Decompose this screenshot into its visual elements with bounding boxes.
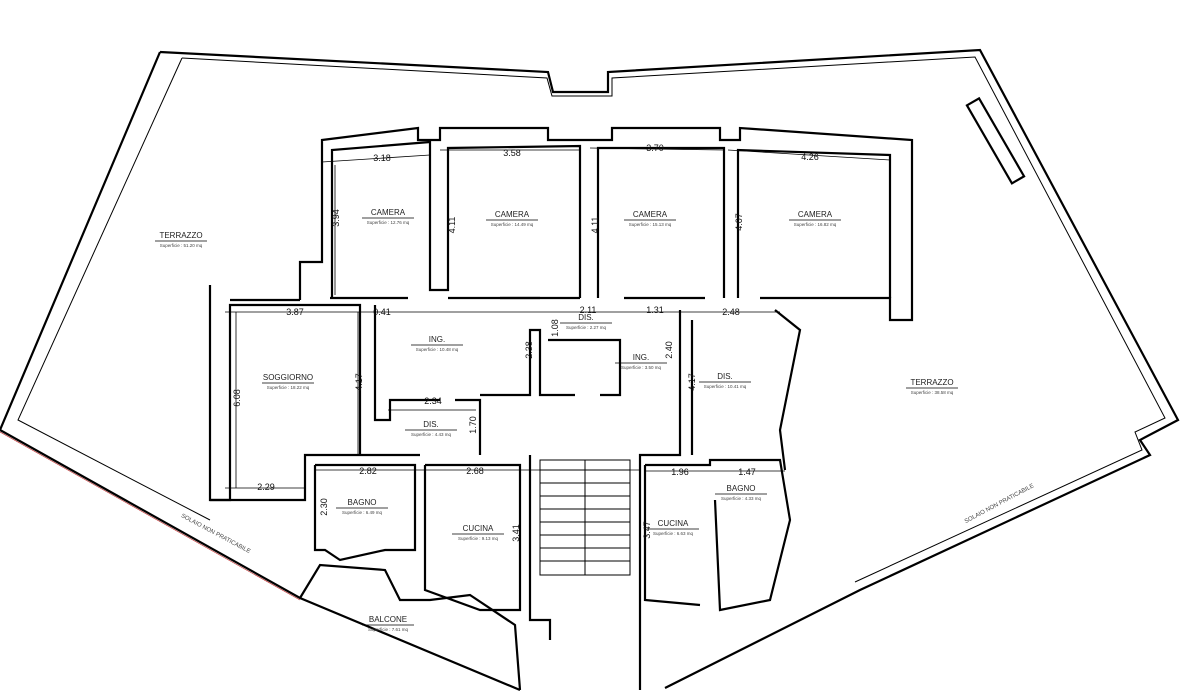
dim-label: 4.17 — [354, 373, 364, 391]
dim-label: 3.87 — [286, 307, 304, 317]
room-name: CUCINA — [463, 524, 494, 533]
room-name: DIS. — [578, 313, 594, 322]
room-name: BAGNO — [727, 484, 756, 493]
dim-label: 4.11 — [447, 217, 457, 234]
room-area: Superficie : 6.63 mq — [653, 531, 694, 536]
room-area: Superficie : 10.48 mq — [416, 347, 459, 352]
room-area: Superficie : 18.22 mq — [267, 385, 310, 390]
room-label: BAGNO Superficie : 4.33 mq — [715, 484, 767, 501]
room-name: CUCINA — [658, 519, 689, 528]
dim-label: 2.68 — [466, 466, 484, 476]
room-label: CAMERA Superficie : 14.49 mq — [486, 210, 538, 227]
room-name: TERRAZZO — [159, 231, 202, 240]
room-label: TERRAZZO Superficie : 51.20 mq — [155, 231, 207, 248]
room-name: CAMERA — [798, 210, 833, 219]
room-area: Superficie : 6.49 mq — [342, 510, 383, 515]
dimension-lines — [225, 147, 891, 489]
room-label: CAMERA Superficie : 12.76 mq — [362, 208, 414, 225]
room-area: Superficie : 9.13 mq — [458, 536, 499, 541]
room-area: Superficie : 12.76 mq — [367, 220, 410, 225]
dim-label: 2.38 — [524, 341, 534, 359]
room-area: Superficie : 16.82 mq — [794, 222, 837, 227]
room-area: Superficie : 4.43 mq — [411, 432, 452, 437]
walls — [208, 126, 914, 691]
dim-label: 3.41 — [511, 524, 521, 542]
room-label: SOGGIORNO Superficie : 18.22 mq — [262, 373, 314, 390]
room-area: Superficie : 14.49 mq — [491, 222, 534, 227]
room-label: DIS. Superficie : 4.43 mq — [405, 420, 457, 437]
dim-label: 3.58 — [503, 148, 521, 158]
room-area: Superficie : 7.61 mq — [368, 627, 409, 632]
room-name: ING. — [633, 353, 649, 362]
room-label: DIS. Superficie : 2.27 mq — [560, 313, 612, 330]
staircase — [539, 459, 631, 576]
room-area: Superficie : 2.27 mq — [566, 325, 607, 330]
dim-label: 1.70 — [468, 416, 478, 434]
room-area: Superficie : 51.20 mq — [160, 243, 203, 248]
room-name: DIS. — [717, 372, 733, 381]
dim-label: 3.70 — [646, 143, 664, 153]
room-label: CAMERA Superficie : 16.82 mq — [789, 210, 841, 227]
dim-label: 2.40 — [664, 341, 674, 359]
room-area: Superficie : 15.13 mq — [629, 222, 672, 227]
solaio-label-left: SOLAIO NON PRATICABILE — [180, 513, 251, 555]
room-name: SOGGIORNO — [263, 373, 313, 382]
dim-label: 3.47 — [642, 521, 652, 539]
room-label: DIS. Superficie : 10.41 mq — [699, 372, 751, 389]
dim-label: 3.18 — [373, 153, 391, 163]
room-area: Superficie : 38.58 mq — [911, 390, 954, 395]
dimension-labels: 3.18 3.58 3.70 4.26 3.94 4.11 4.11 4.07 … — [232, 143, 819, 542]
room-label: BAGNO Superficie : 6.49 mq — [336, 498, 388, 515]
room-label: ING. Superficie : 10.48 mq — [411, 335, 463, 352]
dim-label: 2.82 — [359, 466, 377, 476]
room-area: Superficie : 10.41 mq — [704, 384, 747, 389]
room-name: CAMERA — [495, 210, 530, 219]
dim-label: 3.94 — [331, 209, 341, 227]
dim-label: 1.08 — [550, 319, 560, 337]
dim-label: 2.48 — [722, 307, 740, 317]
room-label: ING. Superficie : 3.50 mq — [615, 353, 667, 370]
room-area: Superficie : 4.33 mq — [721, 496, 762, 501]
dim-label: 1.96 — [671, 467, 689, 477]
dim-label: 4.17 — [687, 373, 697, 391]
dim-label: 2.11 — [580, 305, 597, 315]
room-label: CUCINA Superficie : 6.63 mq — [647, 519, 699, 536]
room-area: Superficie : 3.50 mq — [621, 365, 662, 370]
dim-label: 1.31 — [646, 305, 664, 315]
room-name: BAGNO — [348, 498, 377, 507]
room-name: ING. — [429, 335, 445, 344]
dim-label: 2.34 — [424, 396, 442, 406]
dim-label: 4.07 — [734, 213, 744, 231]
dim-label: 2.29 — [257, 482, 275, 492]
room-label: TERRAZZO Superficie : 38.58 mq — [906, 378, 958, 395]
room-name: DIS. — [423, 420, 439, 429]
dim-label: 0.41 — [373, 307, 391, 317]
room-label: CUCINA Superficie : 9.13 mq — [452, 524, 504, 541]
room-name: CAMERA — [633, 210, 668, 219]
dim-label: 6.08 — [232, 389, 242, 407]
room-name: CAMERA — [371, 208, 406, 217]
room-labels: CAMERA Superficie : 12.76 mq CAMERA Superfi… — [155, 208, 958, 632]
dim-label: 1.47 — [738, 467, 756, 477]
terrace-outline — [0, 48, 1180, 692]
dim-label: 2.30 — [319, 498, 329, 516]
room-label: CAMERA Superficie : 15.13 mq — [624, 210, 676, 227]
room-name: TERRAZZO — [910, 378, 953, 387]
dim-label: 4.11 — [590, 217, 600, 234]
room-name: BALCONE — [369, 615, 407, 624]
room-label: BALCONE Superficie : 7.61 mq — [362, 615, 414, 632]
dim-label: 4.26 — [801, 152, 819, 162]
